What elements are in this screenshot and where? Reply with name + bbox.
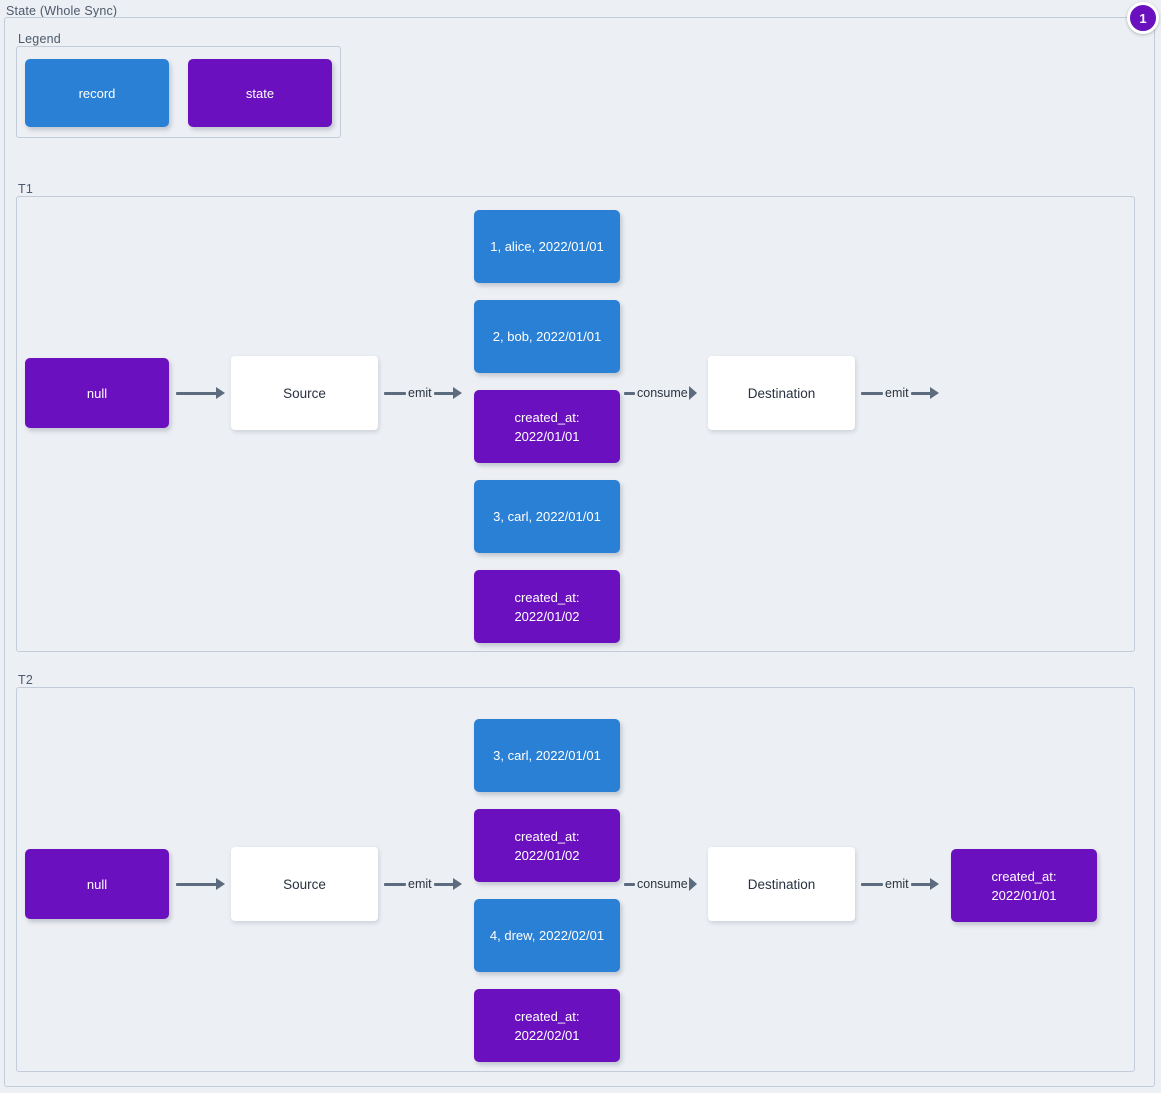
t1-stream-item-1: 2, bob, 2022/01/01: [474, 300, 620, 373]
t2-initial-state: null: [25, 849, 169, 919]
t2-destination-node: Destination: [708, 847, 855, 921]
t2-arrow-source-emit-label: emit: [408, 877, 432, 891]
t2-arrow-consume: consume: [624, 875, 697, 893]
t1-stream-item-4: created_at: 2022/01/02: [474, 570, 620, 643]
t1-stream-item-3: 3, carl, 2022/01/01: [474, 480, 620, 553]
t1-arrow-destination-emit: emit: [861, 384, 939, 402]
t1-arrow-consume-label: consume: [637, 386, 688, 400]
t2-stream-item-1: created_at: 2022/01/02: [474, 809, 620, 882]
t2-arrow-destination-emit: emit: [861, 875, 939, 893]
lane-title-t1: T1: [18, 182, 33, 196]
step-badge[interactable]: 1: [1127, 2, 1159, 34]
legend-title: Legend: [18, 32, 61, 46]
t2-arrow-source-emit: emit: [384, 875, 462, 893]
t1-arrow-source-emit-label: emit: [408, 386, 432, 400]
t2-arrow-destination-emit-label: emit: [885, 877, 909, 891]
legend-chip-record: record: [25, 59, 169, 127]
t2-arrow-consume-label: consume: [637, 877, 688, 891]
lane-title-t2: T2: [18, 673, 33, 687]
t2-source-node: Source: [231, 847, 378, 921]
t1-arrow-consume: consume: [624, 384, 697, 402]
diagram-outer-frame: [4, 17, 1155, 1087]
t2-stream-item-2: 4, drew, 2022/02/01: [474, 899, 620, 972]
t1-source-node: Source: [231, 356, 378, 430]
t1-arrow-source-emit: emit: [384, 384, 462, 402]
t1-stream-item-2: created_at: 2022/01/01: [474, 390, 620, 463]
legend-box: [16, 46, 341, 138]
t1-stream-item-0: 1, alice, 2022/01/01: [474, 210, 620, 283]
t2-stream-item-0: 3, carl, 2022/01/01: [474, 719, 620, 792]
diagram-title: State (Whole Sync): [6, 4, 118, 18]
t2-arrow-state-to-source: [176, 875, 226, 893]
t1-arrow-state-to-source: [176, 384, 226, 402]
legend-chip-state: state: [188, 59, 332, 127]
lane-box-t2: [16, 687, 1135, 1072]
lane-box-t1: [16, 196, 1135, 652]
t1-destination-node: Destination: [708, 356, 855, 430]
t2-stream-item-3: created_at: 2022/02/01: [474, 989, 620, 1062]
t2-output-state: created_at: 2022/01/01: [951, 849, 1097, 922]
t1-initial-state: null: [25, 358, 169, 428]
t1-arrow-destination-emit-label: emit: [885, 386, 909, 400]
